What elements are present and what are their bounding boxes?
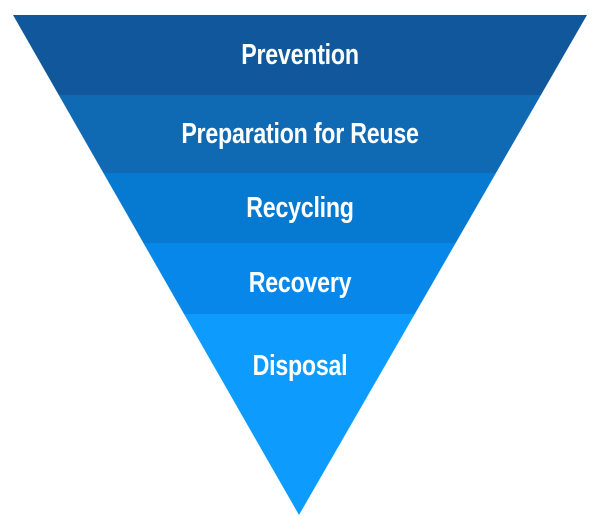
funnel-label-prevention: Prevention bbox=[241, 39, 359, 71]
funnel-level-preparation-for-reuse bbox=[13, 95, 587, 173]
funnel-level-disposal bbox=[13, 314, 587, 515]
funnel-label-disposal: Disposal bbox=[252, 350, 348, 382]
funnel-label-preparation-for-reuse: Preparation for Reuse bbox=[181, 118, 419, 150]
funnel-level-prevention bbox=[13, 15, 587, 95]
funnel-label-recycling: Recycling bbox=[246, 192, 354, 224]
funnel-label-recovery: Recovery bbox=[248, 267, 352, 299]
